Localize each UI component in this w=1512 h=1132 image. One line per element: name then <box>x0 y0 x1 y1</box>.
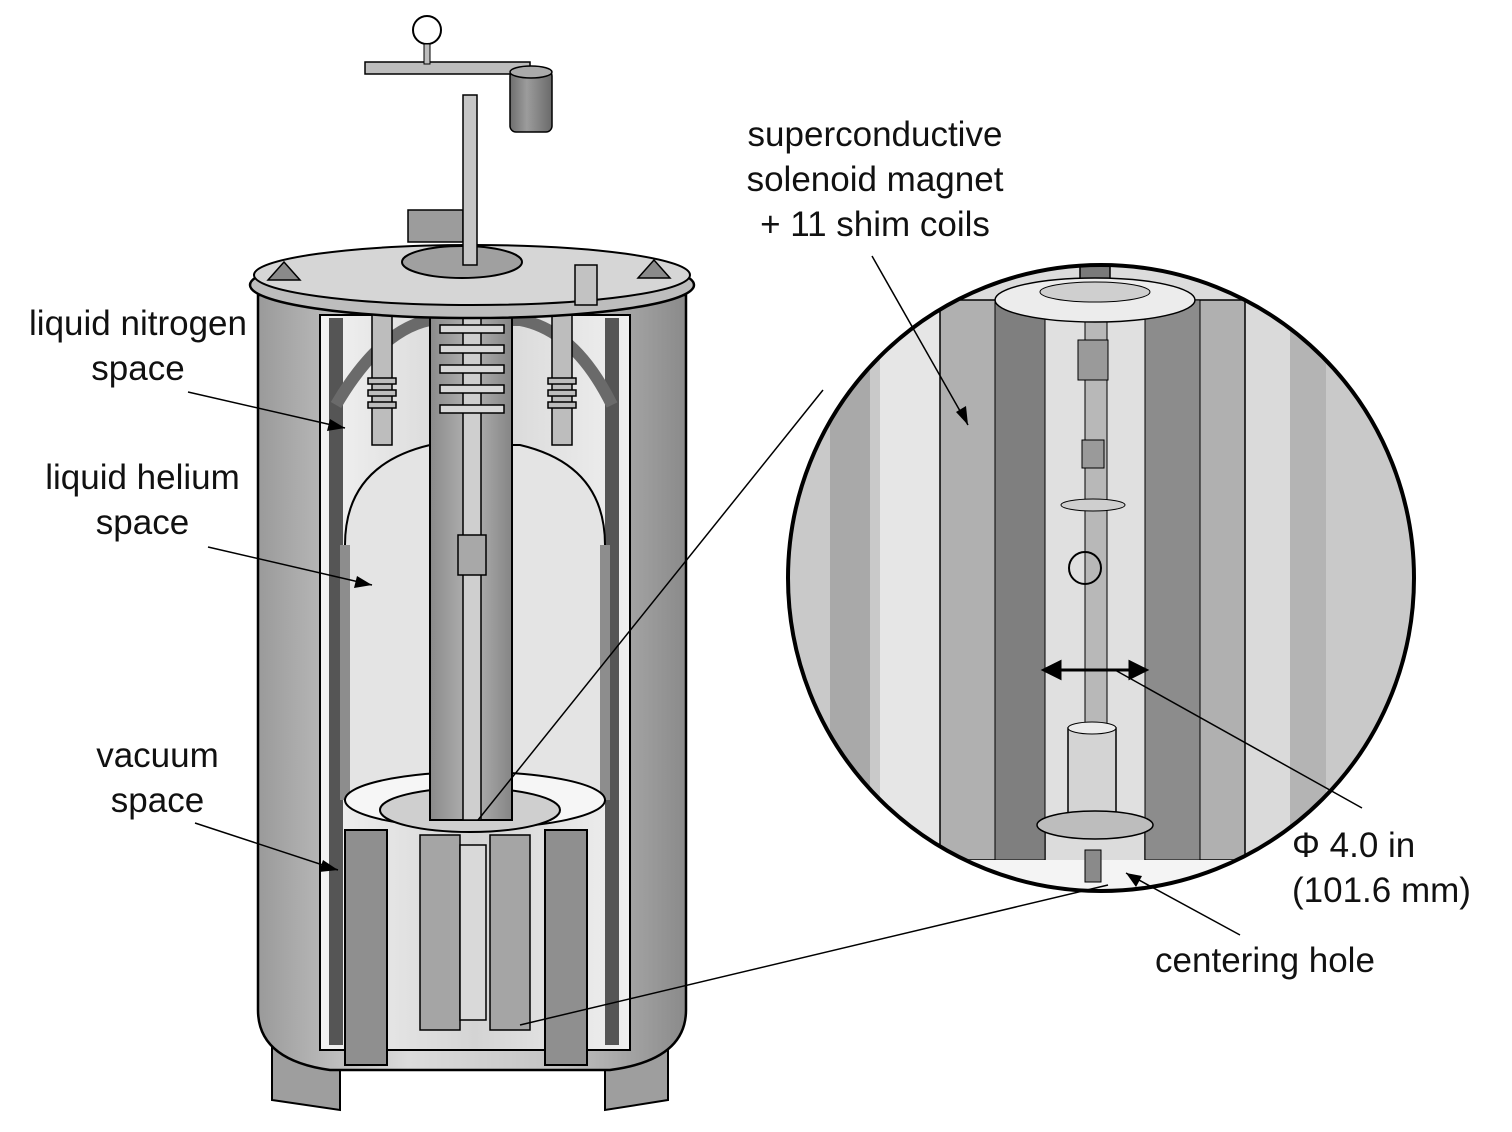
mount-tab-left <box>266 260 302 281</box>
label-magnet-line1: superconductive <box>747 115 1003 154</box>
baffle-stack <box>439 324 505 414</box>
leader-magnet <box>871 255 969 426</box>
magnet-coil-left <box>344 829 388 1066</box>
magnified-inset <box>786 263 1416 893</box>
sample-tube <box>459 844 487 1021</box>
valve-box <box>407 209 464 243</box>
arrowheads <box>319 406 1142 887</box>
inset-outline <box>786 263 1416 893</box>
probe-stem <box>462 94 478 266</box>
helium-vessel-wall <box>340 545 610 800</box>
top-flange <box>401 245 523 279</box>
leader-lines <box>187 255 1363 1026</box>
label-vacuum-line1: vacuum <box>96 736 219 775</box>
zoom-line-bottom <box>519 884 1109 1026</box>
leader-diameter <box>1114 669 1363 809</box>
zoom-line-top <box>477 389 824 821</box>
label-liquid-nitrogen-space: liquid nitrogen space <box>18 301 258 391</box>
leader-vacuum <box>194 822 339 871</box>
mount-tab-right <box>636 258 672 279</box>
label-vacuum-space: vacuum space <box>70 733 245 823</box>
gas-manifold <box>364 61 531 75</box>
label-centering-hole-text: centering hole <box>1155 941 1375 980</box>
magnet-bore-left <box>419 834 461 1031</box>
label-magnet-line3: + 11 shim coils <box>760 205 990 244</box>
magnet-coil-right <box>544 829 588 1066</box>
gas-cylinder <box>509 69 553 133</box>
magnet-bore-right <box>489 834 531 1031</box>
diameter-arrow <box>1040 659 1150 681</box>
top-port <box>574 264 598 306</box>
label-centering-hole: centering hole <box>1140 938 1390 983</box>
label-diameter-line1: Φ 4.0 in <box>1292 826 1416 865</box>
label-magnet: superconductive solenoid magnet + 11 shi… <box>720 112 1030 247</box>
bellows-left <box>367 299 397 446</box>
pressure-gauge <box>412 15 442 45</box>
cryostat <box>248 15 696 1112</box>
leader-nitrogen <box>187 391 346 429</box>
label-diameter-line2: (101.6 mm) <box>1292 871 1471 910</box>
probe-block <box>457 534 487 576</box>
arrow-centering <box>1126 873 1142 887</box>
sample-cylinder <box>1067 727 1117 814</box>
label-liquid-helium-line1: liquid helium <box>45 458 240 497</box>
label-liquid-helium-space: liquid helium space <box>30 455 255 545</box>
arrow-magnet <box>956 406 968 425</box>
leader-centering <box>1125 872 1241 936</box>
nitrogen-vessel <box>329 318 619 1045</box>
bellows-right <box>547 299 577 446</box>
probe-coil <box>1068 551 1102 585</box>
gauge-stem <box>423 43 431 65</box>
label-vacuum-line2: space <box>110 781 205 820</box>
arrow-vacuum <box>319 860 338 872</box>
gas-cylinder-top <box>509 65 553 79</box>
inset-bottom-flange <box>1036 810 1154 840</box>
label-liquid-nitrogen-line2: space <box>91 349 185 388</box>
label-diameter: Φ 4.0 in (101.6 mm) <box>1292 823 1497 913</box>
arrow-helium <box>354 576 372 588</box>
label-magnet-line2: solenoid magnet <box>746 160 1004 199</box>
centering-hole-mark <box>1084 849 1102 883</box>
label-liquid-helium-line2: space <box>95 503 190 542</box>
leader-helium <box>207 546 373 586</box>
arrow-nitrogen <box>327 419 345 431</box>
label-liquid-nitrogen-line1: liquid nitrogen <box>29 304 247 343</box>
